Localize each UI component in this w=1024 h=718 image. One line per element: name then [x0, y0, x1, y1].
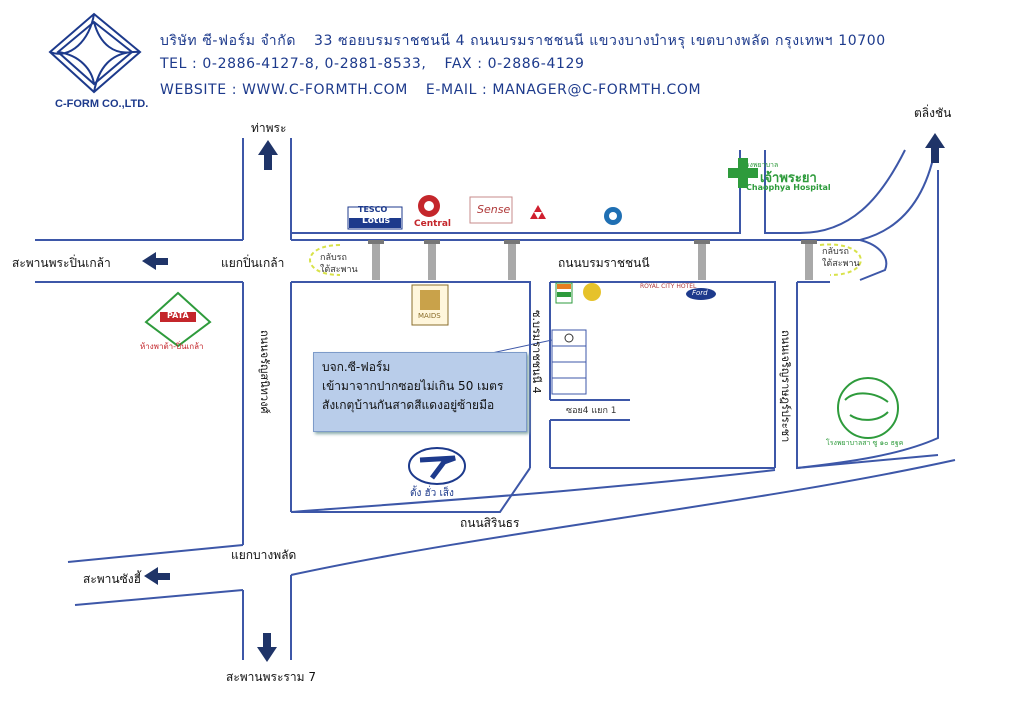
label-uturn-right-2: ใต้สะพาน	[822, 259, 860, 269]
label-chaophya-en: Chaophya Hospital	[746, 183, 831, 192]
krungsri-logo	[583, 283, 601, 301]
tesco-lotus-logo	[347, 206, 403, 230]
arrow-up-icon	[258, 140, 278, 170]
central-logo	[418, 195, 440, 217]
mitsubishi-logo	[530, 205, 546, 219]
label-pata-sub: ห้างพาต้า-ปิ่นเกล้า	[140, 342, 204, 351]
label-ford: Ford	[692, 289, 708, 297]
callout-landmark: สังเกตุบ้านกันสาดสีแดงอยู่ซ้ายมือ	[322, 398, 495, 412]
label-tuaguan: ตั้ง ฮั่ว เส็ง	[410, 488, 454, 499]
label-royal-city: ROYAL CITY HOTEL	[640, 283, 697, 290]
label-uturn-left-2: ใต้สะพาน	[320, 265, 358, 275]
label-central: Central	[414, 219, 452, 229]
label-chaophya-th: เจ้าพระยา	[760, 171, 817, 186]
pata-logo	[144, 291, 212, 348]
label-uturn-left-1: กลับรถ	[320, 253, 347, 263]
label-sense: Sense	[477, 203, 511, 216]
label-tesco: TESCO	[358, 205, 388, 214]
sense-logo	[469, 196, 513, 224]
label-rama7-bridge: สะพานพระราม 7	[226, 670, 316, 684]
company-email[interactable]: E-MAIL : MANAGER@C-FORMTH.COM	[425, 82, 702, 98]
company-location-callout: บจก.ซี-ฟอร์ม เข้ามาจากปากซอยไม่เกิน 50 เ…	[313, 352, 527, 432]
label-tha-phra: ท่าพระ	[251, 121, 287, 135]
contact-web-line: WEBSITE : WWW.C-FORMTH.COM E-MAIL : MANAG…	[160, 82, 719, 98]
label-sirindhorn-road: ถนนสิรินธร	[460, 516, 520, 530]
company-name: บริษัท ซี-ฟอร์ม จำกัด	[160, 33, 297, 49]
c-form-diamond-logo	[48, 12, 142, 94]
label-school: โรงพยาบาลสา ซู ๑๐ ธฐค	[826, 439, 904, 447]
arrow-up-icon	[925, 133, 945, 163]
company-address: 33 ซอยบรมราชชนนี 4 ถนนบรมราชชนนี แขวงบาง…	[314, 33, 886, 49]
arrow-left-icon	[142, 252, 168, 270]
hospital-cross-icon	[728, 158, 758, 188]
company-website[interactable]: WEBSITE : WWW.C-FORMTH.COM	[160, 82, 408, 98]
label-lotus: Lotus	[362, 216, 390, 226]
label-soi-borom-4: ซ.บรมราชชนนี 4	[530, 310, 543, 394]
company-tel: TEL : 0-2886-4127-8, 0-2881-8533,	[160, 56, 427, 72]
roads	[35, 138, 956, 660]
overpass-pillars	[368, 240, 817, 280]
company-fax: FAX : 0-2886-4129	[444, 56, 585, 72]
contact-phone-line: TEL : 0-2886-4127-8, 0-2881-8533, FAX : 0…	[160, 56, 603, 72]
tuaguan-logo	[408, 447, 466, 485]
bank-logo	[604, 207, 622, 225]
school-logo	[837, 377, 899, 439]
arrow-left-icon	[144, 567, 170, 585]
label-soi4-yaek1: ซอย4 แยก 1	[566, 406, 617, 416]
callout-company: บจก.ซี-ฟอร์ม	[322, 360, 391, 374]
company-address-line: บริษัท ซี-ฟอร์ม จำกัด 33 ซอยบรมราชชนนี 4 …	[160, 30, 904, 52]
label-charansanitwong-road: ถนนจรัญสนิทวงศ์	[258, 330, 271, 414]
label-charoen-rat-pracha-road: ถนนเจริญราษฎร์ประชา	[779, 330, 792, 443]
label-pinklao-bridge: สะพานพระปิ่นเกล้า	[12, 256, 111, 270]
arrow-down-icon	[257, 633, 277, 662]
c-form-building	[551, 329, 587, 395]
label-maids: MAIDS	[418, 312, 441, 320]
label-pinklao-junction: แยกปิ่นเกล้า	[221, 256, 285, 270]
label-krungthon-bridge: สะพานซังฮี้	[83, 572, 141, 586]
maids-logo	[411, 284, 449, 326]
label-pata: PATA	[167, 311, 189, 320]
label-borommaratchachonnani-road: ถนนบรมราชชนนี	[558, 256, 650, 270]
seven-eleven-logo	[555, 282, 573, 304]
label-chaophya-small: โรงพยาบาล	[742, 161, 779, 169]
label-taling-chan: ตลิ่งชัน	[914, 106, 952, 120]
ford-logo	[686, 288, 716, 300]
callout-distance: เข้ามาจากปากซอยไม่เกิน 50 เมตร	[322, 379, 504, 393]
uturn-right-marker	[819, 243, 862, 276]
label-uturn-right-1: กลับรถ	[822, 247, 849, 257]
label-bang-phlat-junction: แยกบางพลัด	[231, 548, 297, 562]
uturn-left-marker	[309, 244, 341, 276]
company-logo-text: C-FORM CO.,LTD.	[55, 98, 149, 110]
